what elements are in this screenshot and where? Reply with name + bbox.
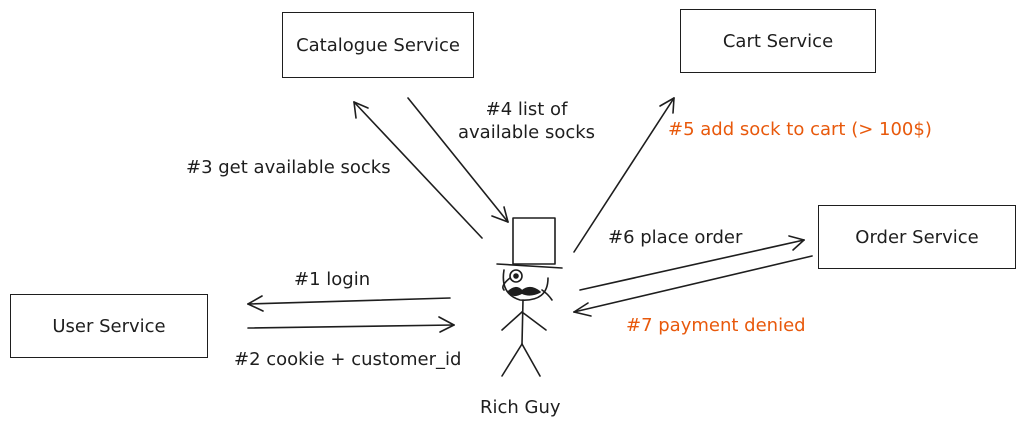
step-payment-denied-label: #7 payment denied (626, 315, 806, 336)
order-service-label: Order Service (855, 226, 979, 248)
user-service-label: User Service (52, 315, 166, 337)
arrow-payment-denied (573, 255, 813, 317)
step-get-available-socks-label: #3 get available socks (186, 157, 391, 178)
top-hat-icon (512, 217, 556, 265)
actor-name-label: Rich Guy (480, 397, 561, 418)
order-service-box: Order Service (818, 205, 1016, 269)
user-service-box: User Service (10, 294, 208, 358)
catalogue-service-label: Catalogue Service (296, 34, 460, 56)
cheek-curl-icon (541, 289, 553, 301)
catalogue-service-box: Catalogue Service (282, 12, 474, 78)
monocle-icon (509, 269, 523, 283)
arrow-cookie-customer-id (247, 316, 455, 333)
rich-guy-figure (496, 217, 563, 377)
cart-service-box: Cart Service (680, 9, 876, 73)
arrow-login (247, 295, 451, 312)
step-cookie-customer-id-label: #2 cookie + customer_id (234, 349, 462, 370)
step-list-of-socks-line1: #4 list of (485, 99, 568, 120)
hat-brim-icon (496, 263, 563, 269)
step-add-sock-to-cart-label: #5 add sock to cart (> 100$) (668, 119, 932, 140)
step-list-of-socks-line2: available socks (458, 121, 596, 143)
cart-service-label: Cart Service (722, 30, 834, 52)
step-login-label: #1 login (294, 269, 371, 290)
mustache-icon (507, 286, 541, 297)
step-place-order-label: #6 place order (608, 227, 743, 248)
step-list-of-socks-label: #4 list of available socks (458, 100, 595, 143)
